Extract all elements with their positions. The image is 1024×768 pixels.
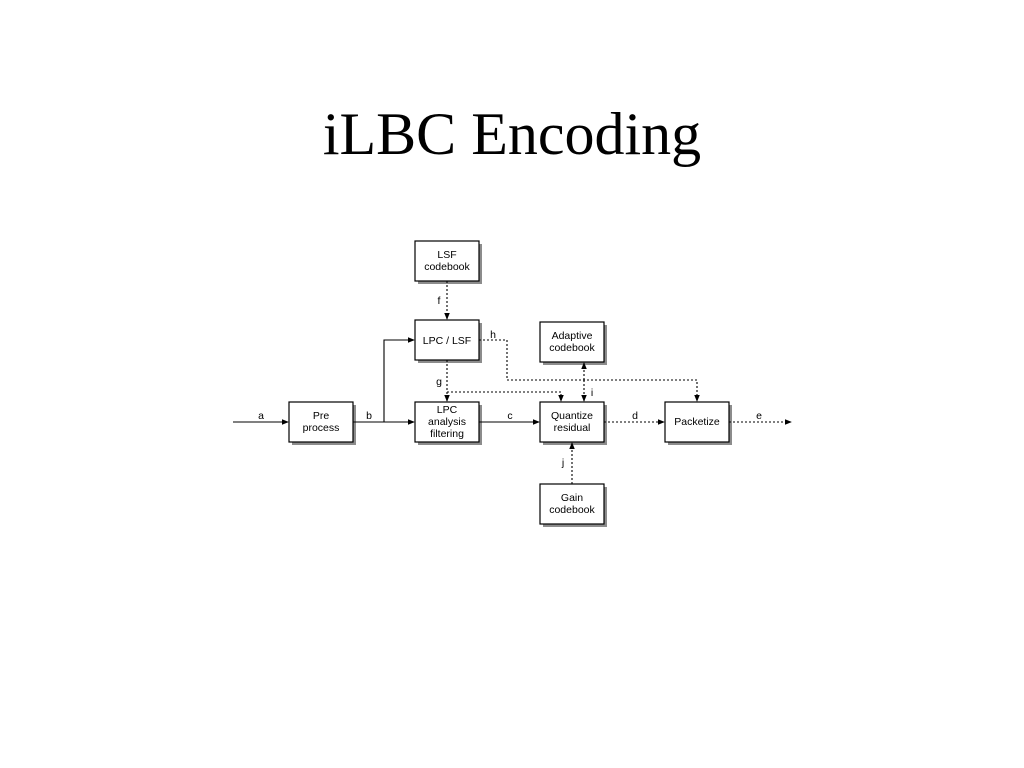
gain-codebook-block: Gain codebook <box>539 483 607 527</box>
edge-label-e: e <box>756 410 762 422</box>
adaptive-codebook-block: Adaptive codebook <box>539 321 607 365</box>
pre-process-label-line1: Pre <box>313 410 330 422</box>
pre-process-label-line2: process <box>303 422 340 434</box>
lsf-codebook-block: LSF codebook <box>414 240 482 284</box>
adaptive-codebook-label-line1: Adaptive <box>552 330 593 342</box>
quantize-residual-label-line1: Quantize <box>551 410 593 422</box>
lpc-lsf-block: LPC / LSF <box>414 319 482 363</box>
lsf-codebook-label-line1: LSF <box>437 249 456 261</box>
quantize-residual-label-line2: residual <box>554 422 591 434</box>
edge-b-branch-line <box>383 337 415 422</box>
slide-title: iLBC Encoding <box>322 101 702 167</box>
lpc-lsf-label: LPC / LSF <box>423 335 471 347</box>
edge-label-i: i <box>591 387 593 399</box>
lpc-analysis-label-line2: analysis <box>428 416 466 428</box>
lpc-analysis-filtering-block: LPC analysis filtering <box>414 401 482 445</box>
pre-process-block: Pre process <box>288 401 356 445</box>
quantize-residual-block: Quantize residual <box>539 401 607 445</box>
adaptive-codebook-label-line2: codebook <box>549 342 595 354</box>
gain-codebook-label-line2: codebook <box>549 504 595 516</box>
edge-label-j: j <box>561 457 564 469</box>
packetize-block: Packetize <box>664 401 732 445</box>
edge-label-h: h <box>490 329 496 341</box>
packetize-label: Packetize <box>674 416 720 428</box>
edge-h-line <box>479 339 700 402</box>
lsf-codebook-label-line2: codebook <box>424 261 470 273</box>
edge-label-f: f <box>438 295 441 307</box>
edge-label-b: b <box>366 410 372 422</box>
lpc-analysis-label-line3: filtering <box>430 428 464 440</box>
edge-label-g: g <box>436 376 442 388</box>
gain-codebook-label-line1: Gain <box>561 492 583 504</box>
edge-label-a: a <box>258 410 264 422</box>
edge-label-c: c <box>507 410 512 422</box>
edge-g-branch-line <box>447 391 564 402</box>
edge-label-d: d <box>632 410 638 422</box>
lpc-analysis-label-line1: LPC <box>437 404 458 416</box>
